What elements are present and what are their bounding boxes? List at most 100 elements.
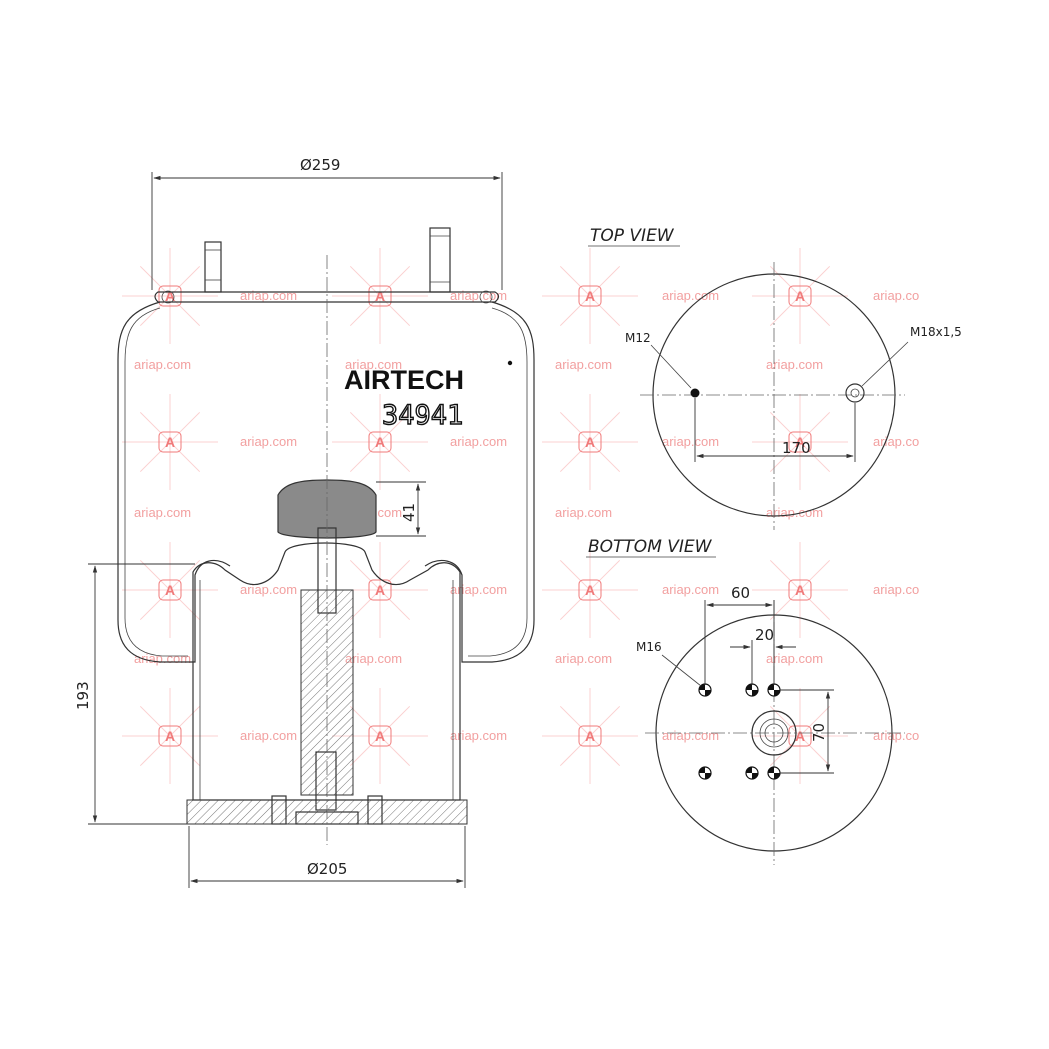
watermark-logo: A: [165, 728, 175, 744]
top-plate: [154, 291, 500, 303]
watermark-logo-frame: [578, 725, 602, 747]
registered-mark: [507, 360, 513, 366]
watermark-logo: A: [375, 288, 385, 304]
watermark-text: ariap.com: [555, 357, 612, 372]
dim-170-label: 170: [782, 439, 811, 457]
watermark-logo-frame: [368, 579, 392, 601]
dim-piston-offset: 41: [376, 481, 426, 537]
base-insert-right: [367, 795, 383, 825]
watermark-logo: A: [795, 582, 805, 598]
bolt-hole: [745, 766, 759, 780]
watermark-logo: A: [375, 582, 385, 598]
watermark-text: ariap.co: [873, 582, 919, 597]
watermark-star: [122, 394, 218, 490]
dim-bottom-diameter: Ø205: [188, 826, 466, 888]
watermark-star: [122, 542, 218, 638]
watermark-text: ariap.com: [240, 728, 297, 743]
m12-label: M12: [625, 331, 651, 345]
watermark-logo: A: [375, 434, 385, 450]
center-boss: [751, 710, 797, 756]
base-insert-left: [271, 795, 287, 825]
watermark-star: [332, 248, 428, 344]
watermark-logo-frame: [368, 725, 392, 747]
watermark-logo-frame: [788, 725, 812, 747]
watermark-logo-frame: [788, 579, 812, 601]
part-number: 34941: [382, 400, 463, 431]
watermark-text: ariap.com: [555, 651, 612, 666]
stud-right: [429, 227, 451, 293]
watermark-text: ariap.com: [240, 434, 297, 449]
watermark-star: [752, 542, 848, 638]
watermark-logo: A: [165, 582, 175, 598]
watermark-star: [332, 394, 428, 490]
watermark-text: ariap.com: [662, 582, 719, 597]
watermark-logo: A: [795, 728, 805, 744]
watermark-logo: A: [585, 288, 595, 304]
watermark-logo-frame: [578, 285, 602, 307]
watermark-star: [542, 248, 638, 344]
watermark-logo-frame: [368, 431, 392, 453]
watermark-text: ariap.com: [450, 582, 507, 597]
watermark-logo-frame: [158, 285, 182, 307]
watermark-logo-frame: [368, 285, 392, 307]
watermark-text: ariap.com: [345, 651, 402, 666]
watermark-text: ariap.co: [873, 728, 919, 743]
watermark-star: [542, 394, 638, 490]
top-view-title: TOP VIEW: [590, 226, 675, 246]
watermark-text: ariap.com: [555, 505, 612, 520]
watermark-logo-frame: [578, 579, 602, 601]
dim-205-label: Ø205: [307, 860, 347, 878]
watermark-text: ariap.com: [450, 434, 507, 449]
watermark-logo-frame: [788, 285, 812, 307]
watermark-text: ariap.com: [240, 582, 297, 597]
m18-label: M18x1,5: [910, 325, 962, 339]
bolt-hole: [767, 683, 781, 697]
watermark-logo: A: [165, 288, 175, 304]
dim-70: 70: [780, 689, 834, 774]
watermark-star: [752, 248, 848, 344]
dim-259-label: Ø259: [300, 156, 340, 174]
bottom-view: BOTTOM VIEW M16 60: [586, 537, 905, 865]
stud-left: [204, 241, 222, 293]
top-view: TOP VIEW M12 M18x1,5 170: [588, 226, 962, 530]
watermark-star: [122, 688, 218, 784]
piston: [192, 542, 461, 801]
watermark-logo: A: [585, 434, 595, 450]
watermark-logo-frame: [158, 725, 182, 747]
watermark-text: ariap.com: [766, 651, 823, 666]
watermark-star: [332, 688, 428, 784]
watermark-star: [752, 394, 848, 490]
watermark-text: ariap.com: [134, 505, 191, 520]
watermark-star: [542, 688, 638, 784]
watermark-logo-frame: [788, 431, 812, 453]
m12-leader: [650, 344, 692, 389]
watermark-text: ariap.com: [240, 288, 297, 303]
m12-hole: [690, 388, 700, 398]
bellows-inner: [124, 307, 528, 657]
dim-170: 170: [694, 398, 856, 462]
watermark-logo: A: [795, 434, 805, 450]
watermark-text: ariap.com: [345, 357, 402, 372]
m16-leader: [661, 654, 702, 687]
crimp-left: [161, 290, 175, 304]
watermark-text: ariap.com: [766, 505, 823, 520]
dim-20-label: 20: [755, 626, 774, 644]
watermark-text: ariap.com: [662, 728, 719, 743]
watermark-logo-frame: [158, 431, 182, 453]
dim-193-label: 193: [74, 681, 92, 710]
dim-20: 20: [730, 626, 796, 685]
m18-hole: [845, 383, 865, 403]
watermark-logo: A: [165, 434, 175, 450]
dim-top-diameter: Ø259: [151, 156, 503, 290]
watermark-text: ariap.com: [662, 288, 719, 303]
watermark-logo: A: [795, 288, 805, 304]
dim-41-label: 41: [400, 503, 418, 522]
watermark-text: ariap.com: [766, 357, 823, 372]
watermark-text: ariap.co: [873, 288, 919, 303]
watermark-logo: A: [585, 728, 595, 744]
watermark-text: ariap.com: [662, 434, 719, 449]
dim-height: 193: [74, 563, 195, 825]
piston-wall: [199, 580, 454, 800]
